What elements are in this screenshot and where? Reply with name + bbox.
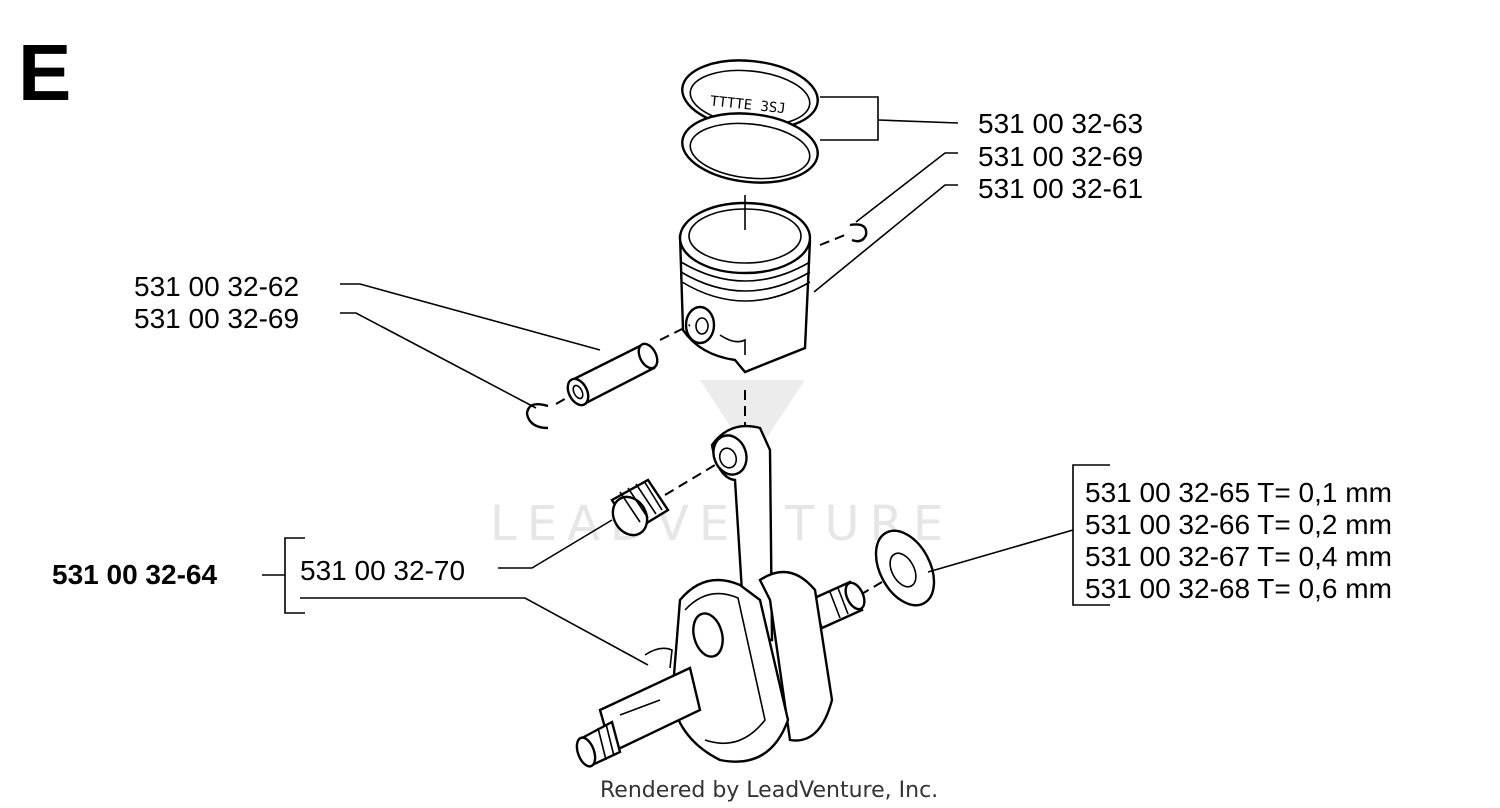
label-piston[interactable]: 531 00 32-61 xyxy=(978,173,1143,204)
bracket-shims xyxy=(1072,464,1110,606)
ring-marking: TTTTE 3SJ xyxy=(709,93,786,117)
section-letter: E xyxy=(18,28,71,117)
needle-bearing[interactable] xyxy=(606,478,670,541)
label-shim-2[interactable]: 531 00 32-66 T= 0,2 mm xyxy=(1085,509,1392,540)
label-ring-set[interactable]: 531 00 32-63 xyxy=(978,108,1143,139)
label-crankshaft-assembly[interactable]: 531 00 32-64 xyxy=(52,559,217,590)
label-circlip-right[interactable]: 531 00 32-69 xyxy=(978,141,1143,172)
piston-rings[interactable]: TTTTE 3SJ xyxy=(679,54,821,189)
label-shim-1[interactable]: 531 00 32-65 T= 0,1 mm xyxy=(1085,477,1392,508)
watermark-logo xyxy=(700,380,805,460)
leader-circlip-right xyxy=(855,152,958,223)
leader-bearing xyxy=(498,519,613,569)
label-needle-bearing[interactable]: 531 00 32-70 xyxy=(300,555,465,586)
leader-crankshaft xyxy=(300,597,649,666)
axis-line-pin xyxy=(659,324,691,341)
footer-credit: Rendered by LeadVenture, Inc. xyxy=(600,778,938,803)
piston[interactable] xyxy=(678,201,812,374)
label-shim-3[interactable]: 531 00 32-67 T= 0,4 mm xyxy=(1085,541,1392,572)
piston-pin[interactable] xyxy=(564,341,661,409)
axis-line-circlip xyxy=(819,234,846,246)
axis-line-bearing xyxy=(664,461,721,496)
watermark-text: LEADVENTURE xyxy=(490,496,953,552)
label-piston-pin[interactable]: 531 00 32-62 xyxy=(134,271,299,302)
leader-shim xyxy=(927,529,1074,573)
leader-ring xyxy=(877,119,959,124)
axis-line-circlip-left xyxy=(555,395,571,405)
shim-washer[interactable] xyxy=(864,521,946,615)
leader-ring-bracket xyxy=(820,96,879,141)
label-circlip-left[interactable]: 531 00 32-69 xyxy=(134,303,299,334)
label-shim-4[interactable]: 531 00 32-68 T= 0,6 mm xyxy=(1085,573,1392,604)
circlip-left[interactable] xyxy=(525,403,549,430)
crankshaft-assembly[interactable] xyxy=(573,424,868,769)
leader-circlip-left xyxy=(340,312,537,409)
leader-pin xyxy=(340,283,601,351)
axis-line-shim xyxy=(859,581,883,596)
leader-piston xyxy=(813,184,958,293)
circlip-right[interactable] xyxy=(849,223,868,243)
